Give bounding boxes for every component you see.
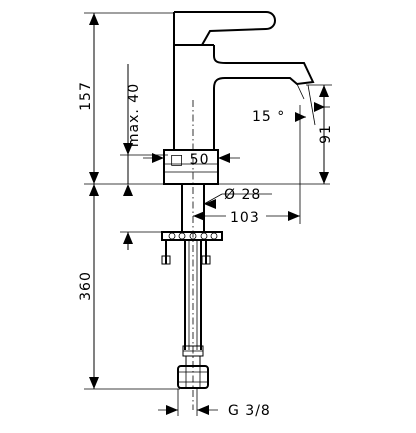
counter-reference-arrow xyxy=(120,231,162,250)
pipe-length-360-label: 360 xyxy=(78,271,94,301)
connection-g38-dimension xyxy=(158,389,218,416)
mounting-shank xyxy=(181,184,272,232)
faucet-body xyxy=(163,11,315,185)
connection-g38-label: G 3/8 xyxy=(228,403,271,419)
spout-height-91-dimension xyxy=(306,84,332,184)
spout-height-91-label: 91 xyxy=(318,124,334,144)
projection-103-label: 103 xyxy=(230,210,260,226)
square-50-label: □ 50 xyxy=(170,152,210,168)
flexible-hose xyxy=(177,240,209,389)
diameter-28-label: Ø 28 xyxy=(224,187,261,203)
counter-nut xyxy=(161,231,223,265)
angle-15-label: 15 ° xyxy=(252,109,285,125)
max-40-label: max. 40 xyxy=(126,83,142,147)
max-40-dimension xyxy=(120,64,168,196)
square-50-dimension xyxy=(143,153,240,163)
angle-15-dimension xyxy=(295,84,330,184)
height-157-label: 157 xyxy=(78,81,94,111)
overall-height-dimension xyxy=(84,12,330,390)
projection-label-backdrop xyxy=(226,206,266,224)
